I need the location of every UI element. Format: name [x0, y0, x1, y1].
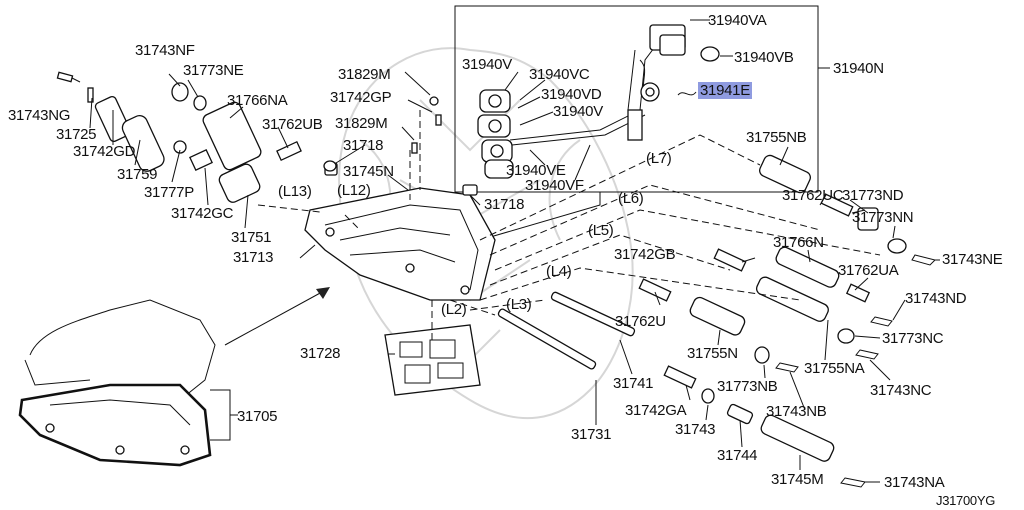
label-31755NA: 31755NA [804, 360, 865, 377]
label-L5: (L5) [588, 222, 614, 239]
solenoid-assembly-box [454, 5, 819, 193]
label-31743NA: 31743NA [884, 474, 945, 491]
leaders-box [504, 19, 733, 181]
label-31728: 31728 [300, 345, 341, 362]
label-L6: (L6) [618, 190, 644, 207]
label-31743NE: 31743NE [942, 251, 1003, 268]
label-31742GB: 31742GB [614, 246, 676, 263]
label-31718: 31718 [343, 137, 384, 154]
label-31742GD: 31742GD [73, 143, 136, 160]
label-31742GP: 31742GP [330, 89, 392, 106]
label-31742GC: 31742GC [171, 205, 234, 222]
label-31940V-2: 31940V [553, 103, 603, 120]
label-31940VE: 31940VE [506, 162, 566, 179]
label-31829M: 31829M [338, 66, 391, 83]
label-31741: 31741 [613, 375, 654, 392]
label-31940VA: 31940VA [708, 12, 767, 29]
arrow-shaft [224, 291, 323, 346]
label-31773NN: 31773NN [852, 209, 914, 226]
label-31743NF: 31743NF [135, 42, 195, 59]
separator-plate [384, 324, 481, 396]
label-31759: 31759 [117, 166, 158, 183]
oring-31940VB [700, 46, 720, 62]
label-31743NC: 31743NC [870, 382, 932, 399]
label-31743NG: 31743NG [8, 107, 71, 124]
label-31940VF: 31940VF [525, 177, 584, 194]
label-31773NE: 31773NE [183, 62, 244, 79]
diagram-code: J31700YG [936, 493, 996, 508]
label-31744: 31744 [717, 447, 758, 464]
label-31940VB: 31940VB [734, 49, 794, 66]
position-lines [257, 110, 881, 340]
label-31940N: 31940N [833, 60, 884, 77]
label-31762UC: 31762UC [782, 187, 844, 204]
clip-31941E [677, 91, 697, 96]
box-pointer-line [479, 192, 601, 241]
label-31762UA: 31762UA [838, 262, 899, 279]
label-31713: 31713 [233, 249, 274, 266]
label-L7: (L7) [646, 150, 672, 167]
label-31762UB: 31762UB [262, 116, 323, 133]
label-31777P: 31777P [144, 184, 194, 201]
leader-lines [71, 71, 940, 483]
label-31742GA: 31742GA [625, 402, 687, 419]
label-L2: (L2) [441, 301, 467, 318]
label-31940V: 31940V [462, 56, 512, 73]
label-31743ND: 31743ND [905, 290, 967, 307]
center-small-parts [323, 96, 442, 172]
label-L13: (L13) [278, 183, 312, 200]
label-31745N: 31745N [343, 163, 394, 180]
label-31743: 31743 [675, 421, 716, 438]
label-31940VC: 31940VC [529, 66, 590, 83]
label-31766NA: 31766NA [227, 92, 288, 109]
label-31829M-2: 31829M [335, 115, 388, 132]
label-L3: (L3) [506, 296, 532, 313]
label-31731: 31731 [571, 426, 612, 443]
label-31766N: 31766N [773, 234, 824, 251]
label-31773ND: 31773ND [842, 187, 904, 204]
transmission-case [18, 299, 216, 467]
left-valves [56, 71, 302, 203]
bracket-31705 [210, 389, 231, 441]
arrow-head [316, 287, 330, 299]
label-31940VD: 31940VD [541, 86, 602, 103]
label-31718-2: 31718 [484, 196, 525, 213]
label-31773NC: 31773NC [882, 330, 944, 347]
label-31755NB: 31755NB [746, 129, 807, 146]
label-31745M: 31745M [771, 471, 824, 488]
label-L12: (L12) [337, 182, 371, 199]
label-31941E[interactable]: 31941E [698, 82, 752, 99]
label-31762U: 31762U [615, 313, 666, 330]
label-31743NB: 31743NB [766, 403, 827, 420]
control-valve-body [304, 162, 496, 301]
label-L4: (L4) [546, 263, 572, 280]
harness-connector [627, 24, 686, 141]
label-31773NB: 31773NB [717, 378, 778, 395]
label-31751: 31751 [231, 229, 272, 246]
label-31755N: 31755N [687, 345, 738, 362]
label-31705: 31705 [237, 408, 278, 425]
label-31725: 31725 [56, 126, 97, 143]
